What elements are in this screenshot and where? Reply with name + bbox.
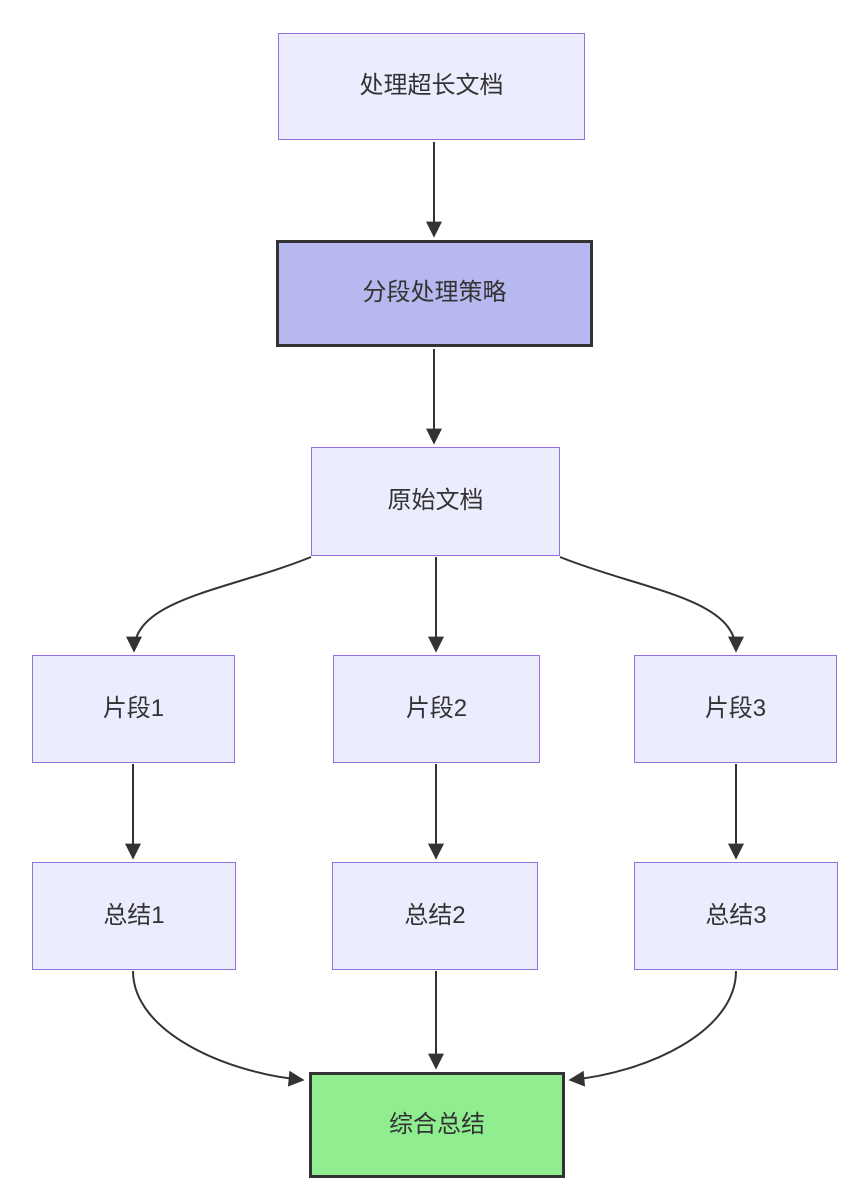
- node-fragment-3: 片段3: [634, 655, 837, 763]
- node-label: 总结3: [705, 901, 767, 929]
- node-summary-1: 总结1: [32, 862, 236, 970]
- edge-c-d1: [126, 556, 312, 653]
- node-summary-2: 总结2: [332, 862, 538, 970]
- node-original-doc: 原始文档: [311, 447, 560, 556]
- node-label: 总结2: [404, 901, 466, 929]
- node-label: 处理超长文档: [359, 72, 504, 100]
- node-final-summary: 综合总结: [309, 1072, 565, 1178]
- edge-e1-f: [132, 970, 305, 1087]
- node-label: 片段2: [405, 694, 468, 722]
- node-label: 综合总结: [389, 1110, 485, 1138]
- node-fragment-1: 片段1: [32, 655, 235, 763]
- edge-c-d3: [559, 556, 744, 653]
- node-summary-3: 总结3: [634, 862, 838, 970]
- node-process-long-doc: 处理超长文档: [278, 33, 585, 140]
- node-label: 原始文档: [387, 487, 484, 515]
- node-segment-strategy: 分段处理策略: [276, 240, 593, 347]
- edge-e3-f: [568, 970, 737, 1087]
- node-label: 片段3: [704, 694, 767, 722]
- node-fragment-2: 片段2: [333, 655, 540, 763]
- node-label: 总结1: [103, 901, 165, 929]
- node-label: 分段处理策略: [362, 279, 507, 307]
- node-label: 片段1: [102, 694, 165, 722]
